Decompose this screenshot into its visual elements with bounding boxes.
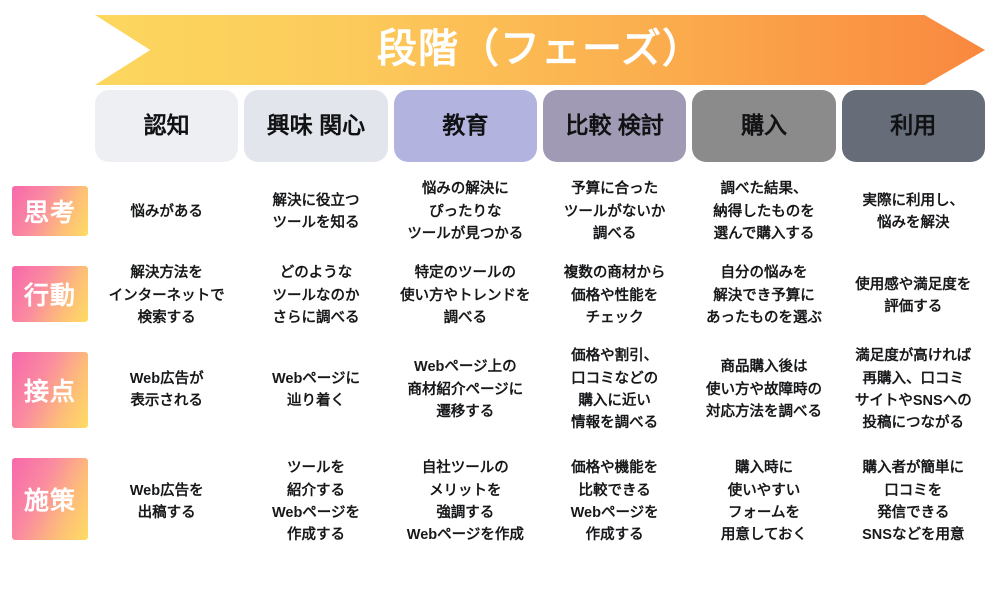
cell: Web広告が 表示される	[129, 370, 204, 409]
row-label-text: 施策	[23, 487, 76, 515]
phase-banner: 段階（フェーズ）	[95, 15, 985, 85]
cell: 自分の悩みを 解決でき予算に あったものを選ぶ	[705, 265, 822, 327]
column-header-education: 教育	[393, 90, 537, 162]
cell-row-thinking: 悩みがある 解決に役立つ ツールを知る 悩みの解決に ぴったりな ツールが見つか…	[95, 178, 985, 246]
cell-row-measures: Web広告を 出稿する ツールを 紹介する Webページを 作成する 自社ツール…	[95, 450, 985, 554]
column-header-label: 利用	[890, 112, 937, 139]
row-label-measures: 施策	[12, 458, 88, 540]
cell: ツールを 紹介する Webページを 作成する	[271, 460, 361, 544]
column-header-interest: 興味 関心	[244, 90, 388, 162]
cell-row-touchpoint: Web広告が 表示される Webページに 辿り着く Webページ上の 商材紹介ペ…	[95, 342, 985, 438]
column-header-label: 認知	[143, 112, 190, 139]
cell: 特定のツールの 使い方やトレンドを 調べる	[400, 265, 531, 327]
column-header-label: 教育	[442, 112, 489, 139]
cell: 購入者が簡単に 口コミを 発信できる SNSなどを用意	[862, 460, 965, 544]
cell: 使用感や満足度を 評価する	[855, 276, 972, 315]
cell: 解決に役立つ ツールを知る	[272, 192, 360, 231]
row-label-text: 接点	[23, 378, 76, 406]
cell: Webページ上の 商材紹介ページに 遷移する	[407, 359, 524, 421]
cell: 購入時に 使いやすい フォームを 用意しておく	[720, 460, 808, 544]
row-label-text: 行動	[23, 282, 76, 310]
cell: 商品購入後は 使い方や故障時の 対応方法を調べる	[705, 359, 822, 421]
cell: 調べた結果、 納得したものを 選んで購入する	[713, 181, 815, 243]
cell: Webページに 辿り着く	[271, 370, 361, 409]
row-label-touchpoint: 接点	[12, 352, 88, 428]
column-header-label: 比較 検討	[565, 112, 664, 139]
cell: 悩みがある	[130, 203, 203, 220]
row-label-action: 行動	[12, 266, 88, 322]
cell: 価格や割引、 口コミなどの 購入に近い 情報を調べる	[571, 348, 659, 432]
cell: 予算に合った ツールがないか 調べる	[563, 181, 666, 243]
column-header-label: 興味 関心	[266, 112, 366, 139]
row-label-thinking: 思考	[12, 186, 88, 236]
cell-row-action: 解決方法を インターネットで 検索する どのような ツールなのか さらに調べる …	[95, 258, 985, 334]
cell: 複数の商材から 価格や性能を チェック	[563, 265, 666, 327]
row-label-text: 思考	[23, 199, 76, 227]
cell: どのような ツールなのか さらに調べる	[272, 265, 360, 327]
column-header-row: 認知 興味 関心 教育 比較 検討 購入 利用	[95, 90, 985, 162]
column-header-label: 購入	[740, 112, 787, 139]
cell: 価格や機能を 比較できる Webページを 作成する	[570, 460, 659, 544]
cell: 実際に利用し、 悩みを解決	[862, 192, 965, 231]
column-header-awareness: 認知	[95, 90, 239, 162]
column-header-usage: 利用	[841, 90, 985, 162]
cell: 満足度が高ければ 再購入、口コミ サイトやSNSへの 投稿につながる	[854, 348, 972, 432]
column-header-purchase: 購入	[692, 90, 836, 162]
cell: Web広告を 出稿する	[129, 482, 204, 521]
cell: 解決方法を インターネットで 検索する	[108, 265, 225, 327]
column-header-comparison: 比較 検討	[542, 90, 687, 162]
phase-banner-title: 段階（フェーズ）	[377, 27, 703, 71]
cell: 自社ツールの メリットを 強調する Webページを作成	[406, 460, 524, 544]
cell: 悩みの解決に ぴったりな ツールが見つかる	[407, 181, 524, 243]
